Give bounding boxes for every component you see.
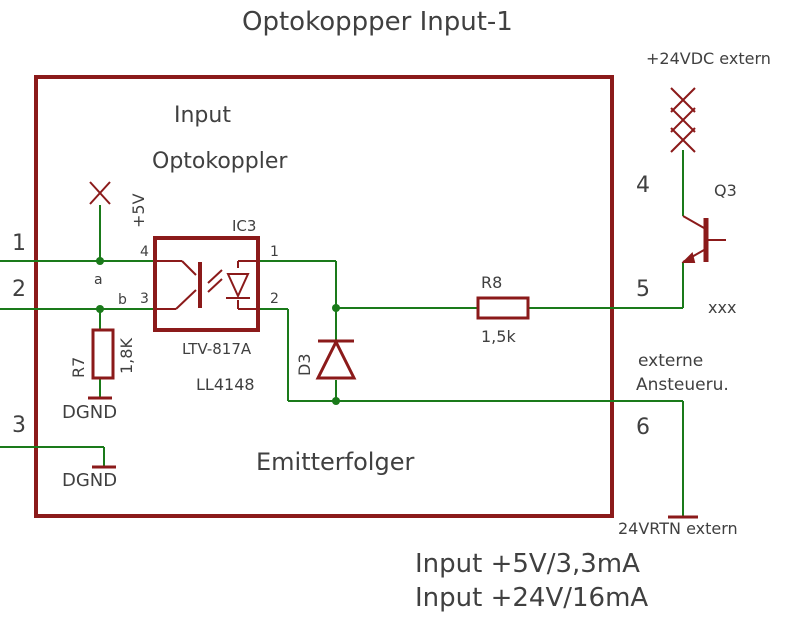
node-label-a: a	[94, 272, 103, 288]
r7-value: 1,8K	[117, 338, 136, 374]
box-footer-label: Emitterfolger	[256, 448, 414, 476]
pin-label-3: 3	[12, 413, 26, 438]
pin-label-6: 6	[636, 415, 650, 440]
r7-resistor	[91, 328, 115, 380]
supply-24v-label: +24VDC extern	[646, 49, 771, 68]
input-wires	[0, 150, 684, 516]
pin-label-1: 1	[12, 231, 26, 256]
ic3-part: LTV-817A	[182, 340, 252, 358]
d3-part: LL4148	[196, 375, 255, 394]
spec-line-1: Input +5V/3,3mA	[415, 549, 640, 579]
rtn-24v-label: 24VRTN extern	[618, 519, 738, 538]
ic3-pin4-label: 4	[140, 244, 149, 260]
supply-5v-label: +5V	[129, 193, 148, 228]
d3-name: D3	[295, 354, 314, 377]
q3-part: xxx	[708, 298, 736, 317]
junction-dots	[96, 257, 340, 405]
pin-label-5: 5	[636, 277, 650, 302]
spec-line-2: Input +24V/16mA	[415, 583, 648, 613]
supply-5v-marker	[89, 181, 111, 205]
box-title-optokoppler: Optokoppler	[152, 149, 288, 174]
d3-diode	[315, 338, 357, 380]
external-label-1: externe	[638, 351, 703, 371]
node-label-b: b	[118, 292, 127, 308]
dgnd-label-1: DGND	[62, 402, 117, 423]
diagram-title: Optokoppper Input-1	[242, 7, 513, 37]
ic3-pin1-label: 1	[270, 244, 279, 260]
pin-label-2: 2	[12, 277, 26, 302]
q3-name: Q3	[714, 181, 737, 200]
supply-24v-marker	[670, 87, 696, 153]
pin-label-4: 4	[636, 173, 650, 198]
box-title-input: Input	[174, 103, 231, 128]
ic3-pin3-label: 3	[140, 291, 149, 307]
r8-resistor	[476, 296, 530, 320]
dgnd-label-2: DGND	[62, 470, 117, 491]
external-label-2: Ansteueru.	[636, 375, 729, 395]
module-box	[34, 75, 614, 518]
r8-name: R8	[481, 273, 502, 292]
ic3-pin2-label: 2	[270, 291, 279, 307]
ic3-name: IC3	[232, 217, 256, 235]
r8-value: 1,5k	[481, 327, 516, 346]
q3-transistor	[681, 215, 726, 263]
ic3-internals	[155, 260, 258, 310]
ic3-optocoupler	[153, 236, 260, 332]
r7-name: R7	[69, 357, 88, 378]
